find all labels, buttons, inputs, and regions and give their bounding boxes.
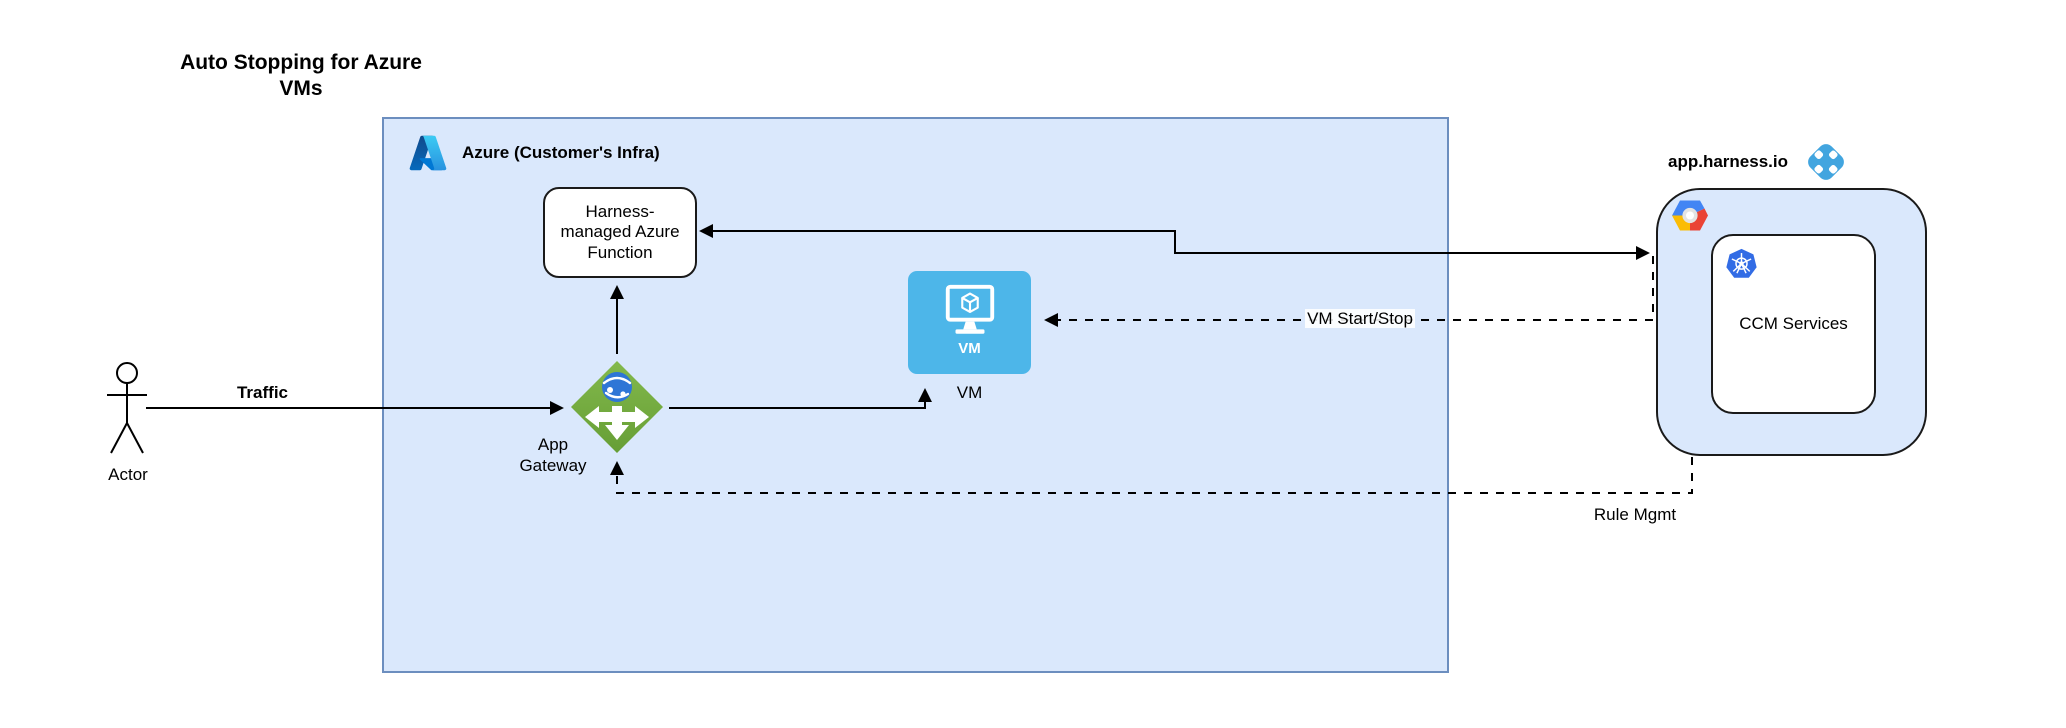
rule-mgmt-edge-label: Rule Mgmt [1593, 505, 1677, 524]
kubernetes-icon [1725, 248, 1758, 281]
app-gateway-icon [570, 360, 664, 454]
diagram-title: Auto Stopping for Azure VMs [180, 51, 422, 101]
vm-monitor-icon [941, 283, 999, 339]
vm-icon-text: VM [958, 340, 981, 357]
ccm-services-box: CCM Services [1711, 234, 1876, 414]
actor-label: Actor [108, 465, 148, 484]
azure-logo-icon [408, 132, 448, 174]
harness-group-label: app.harness.io [1668, 152, 1788, 171]
harness-function-node: Harness- managed Azure Function [543, 187, 697, 278]
harness-group: CCM Services [1656, 188, 1927, 456]
azure-group-header: Azure (Customer's Infra) [384, 119, 1447, 174]
azure-group-label: Azure (Customer's Infra) [462, 143, 660, 162]
actor-figure [97, 358, 159, 458]
harness-function-label: Harness- managed Azure Function [560, 202, 680, 262]
harness-logo-icon [1802, 138, 1850, 186]
vm-start-stop-edge-label: VM Start/Stop [1305, 309, 1415, 328]
app-gateway-label: App Gateway [519, 435, 587, 476]
vm-label: VM [956, 383, 983, 402]
gcp-logo-icon [1670, 198, 1710, 233]
ccm-services-label: CCM Services [1739, 314, 1848, 333]
vm-node: VM [908, 271, 1031, 374]
traffic-edge-label: Traffic [236, 383, 289, 402]
harness-group-header: app.harness.io [1656, 136, 1936, 188]
